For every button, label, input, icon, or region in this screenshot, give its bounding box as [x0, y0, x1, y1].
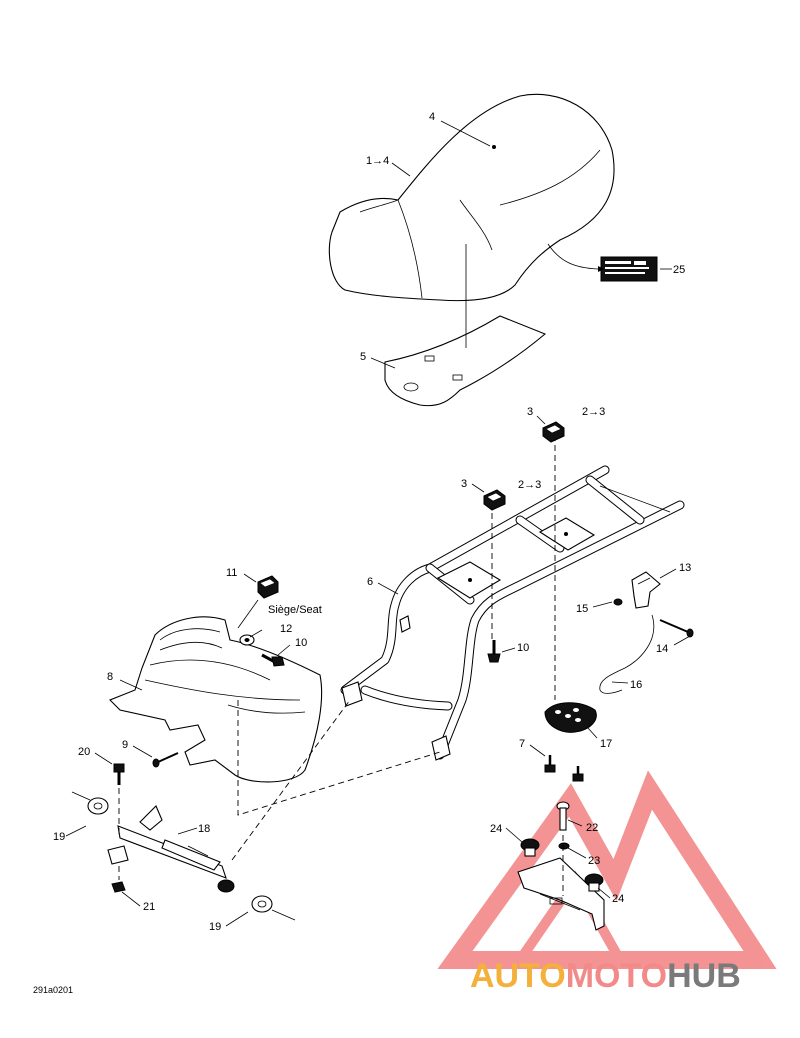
seat-base-plate: [384, 315, 547, 407]
callout-22: 22: [586, 822, 598, 834]
callout-19-left: 19: [53, 831, 65, 843]
callout-20: 20: [78, 746, 90, 758]
bolt-22: [556, 801, 570, 831]
callout-25: 25: [673, 264, 685, 276]
bolt-left: [261, 653, 285, 667]
washer-23: [558, 842, 570, 850]
callout-14: 14: [656, 643, 668, 655]
rubber-stop-lower: [483, 489, 506, 511]
callout-9: 9: [122, 739, 128, 751]
callout-24-right: 24: [612, 893, 624, 905]
callout-5: 5: [360, 351, 366, 363]
watermark-triangle-icon: [437, 770, 777, 969]
callout-11: 11: [226, 567, 237, 579]
clip: [107, 845, 129, 865]
hinge-shaft: [117, 805, 235, 893]
callout-7: 7: [519, 738, 525, 750]
shaft-end-cap: [217, 879, 235, 893]
callout-3-upper: 3: [527, 406, 533, 418]
callout-13: 13: [679, 562, 691, 574]
seat-latch: [631, 571, 661, 609]
callout-16: 16: [630, 679, 642, 691]
bolt-20: [113, 763, 125, 785]
bumper-24-left: [520, 838, 540, 857]
callout-24-left: 24: [490, 823, 502, 835]
release-cable: [599, 614, 655, 694]
callout-3-lower: 3: [461, 478, 467, 490]
callout-8: 8: [107, 671, 113, 683]
rubber-stop-upper: [542, 421, 565, 443]
screw: [152, 752, 179, 768]
bolt-center: [487, 640, 501, 663]
callout-2-to-3-lower: 2→3: [518, 479, 541, 491]
callout-12: 12: [280, 623, 292, 635]
callout-15: 15: [576, 603, 588, 615]
watermark-word-a: AUTO: [470, 957, 566, 995]
nut: [613, 598, 623, 606]
seat-label: Siège/Seat: [268, 604, 322, 616]
watermark-text: AUTOMOTOHUB: [470, 957, 741, 995]
callout-6: 6: [367, 576, 373, 588]
callout-18: 18: [198, 823, 210, 835]
watermark-logo: [437, 770, 777, 969]
bushing-left: [87, 797, 109, 815]
bumper-24-right: [584, 873, 604, 892]
bolt-pair: [544, 755, 584, 782]
callout-21: 21: [143, 901, 155, 913]
rubber-bumper: [257, 575, 279, 599]
callout-10-center: 10: [517, 642, 529, 654]
seat-frame: [340, 465, 685, 761]
hinge-bracket: [517, 857, 605, 931]
nut-21: [111, 881, 126, 893]
watermark-word-c: HUB: [667, 957, 741, 995]
callout-17: 17: [600, 738, 612, 750]
latch-bolt: [659, 619, 694, 638]
bushing-right: [251, 895, 273, 913]
release-plate: [544, 702, 597, 733]
rear-fender: [109, 616, 323, 783]
callout-23: 23: [588, 855, 600, 867]
callout-4: 4: [429, 111, 435, 123]
callout-1-to-4: 1→4: [366, 155, 389, 167]
callout-2-to-3-upper: 2→3: [582, 406, 605, 418]
callout-19-right: 19: [209, 921, 221, 933]
watermark-word-b: MOTO: [566, 957, 667, 995]
label-sticker: [600, 256, 658, 282]
seat-cushion: [328, 93, 615, 302]
drawing-code: 291a0201: [33, 985, 73, 995]
callout-10-left: 10: [295, 637, 307, 649]
